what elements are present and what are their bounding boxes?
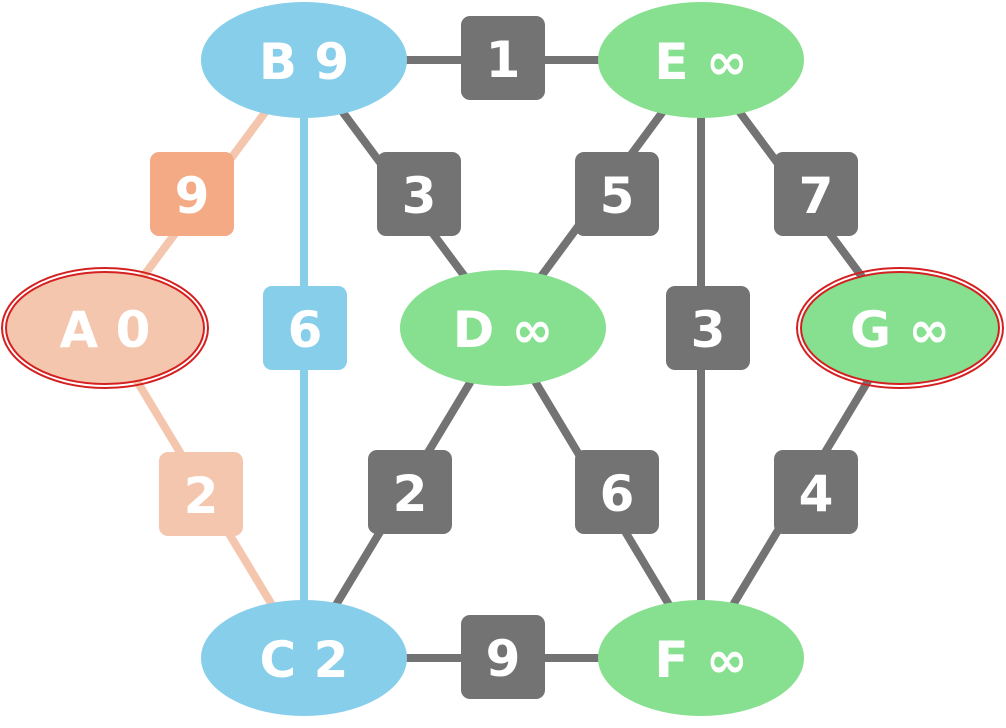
node-highlight-ring [1, 267, 209, 389]
node-highlight-ring [796, 267, 1004, 389]
node-label: C 2 [260, 631, 349, 689]
edge-weight-box [575, 450, 659, 534]
edge-weight-text: 7 [799, 167, 834, 225]
node-label: D ∞ [453, 301, 554, 359]
edge-weight-text: 3 [402, 167, 437, 225]
edge-weights-layer: 9 2 6 1 3 2 9 5 6 3 7 4 [150, 16, 858, 699]
node-label: A 0 [60, 301, 151, 359]
edge-weight-box [263, 286, 347, 370]
edge-weight-text: 3 [691, 301, 726, 359]
edge-weight-box [575, 152, 659, 236]
edge-weight-text: 6 [600, 465, 635, 523]
edge-weight-text: 5 [600, 167, 635, 225]
node-shape [598, 2, 804, 118]
edge-weight-text: 9 [175, 167, 210, 225]
edge-weight-text: 4 [799, 465, 834, 523]
node-a: A 0 [1, 267, 209, 389]
node-g: G ∞ [796, 267, 1004, 389]
edge-weight-d-e: 5 [575, 152, 659, 236]
edge-weight-text: 9 [486, 630, 521, 688]
edge-weight-d-f: 6 [575, 450, 659, 534]
edge-weight-c-f: 9 [461, 615, 545, 699]
node-e: E ∞ [598, 2, 804, 118]
node-label: E ∞ [654, 33, 747, 91]
node-shape [598, 600, 804, 716]
node-c: C 2 [201, 600, 407, 716]
edge-weight-box [774, 450, 858, 534]
node-shape [800, 271, 1000, 385]
edge-weight-box [377, 152, 461, 236]
edge-weight-b-e: 1 [461, 16, 545, 100]
edge-weight-text: 2 [184, 467, 219, 525]
node-f: F ∞ [598, 600, 804, 716]
edge-weight-box [150, 152, 234, 236]
edge-weight-e-g: 7 [774, 152, 858, 236]
edge-weight-box [368, 450, 452, 534]
node-shape [201, 600, 407, 716]
edge-weight-f-g: 4 [774, 450, 858, 534]
node-d: D ∞ [400, 270, 606, 386]
edge-weight-text: 6 [288, 301, 323, 359]
edge-weight-e-f: 3 [666, 286, 750, 370]
edge-weight-c-d: 2 [368, 450, 452, 534]
node-label: G ∞ [850, 301, 950, 359]
node-b: B 9 [201, 2, 407, 118]
edge-weight-b-d: 3 [377, 152, 461, 236]
edge-weight-box [461, 615, 545, 699]
edge-weight-text: 2 [393, 465, 428, 523]
node-label: B 9 [259, 33, 349, 91]
node-shape [400, 270, 606, 386]
edge-weight-box [461, 16, 545, 100]
edge-weight-b-c: 6 [263, 286, 347, 370]
edge-weight-a-b: 9 [150, 152, 234, 236]
edge-weight-a-c: 2 [159, 452, 243, 536]
node-label: F ∞ [654, 631, 747, 689]
nodes-layer: A 0 B 9 C 2 D ∞ E ∞ F ∞ G ∞ [1, 2, 1004, 716]
edge-weight-text: 1 [486, 31, 521, 89]
edge-weight-box [666, 286, 750, 370]
node-shape [201, 2, 407, 118]
edge-weight-box [774, 152, 858, 236]
edge-weight-box [159, 452, 243, 536]
node-shape [5, 271, 205, 385]
